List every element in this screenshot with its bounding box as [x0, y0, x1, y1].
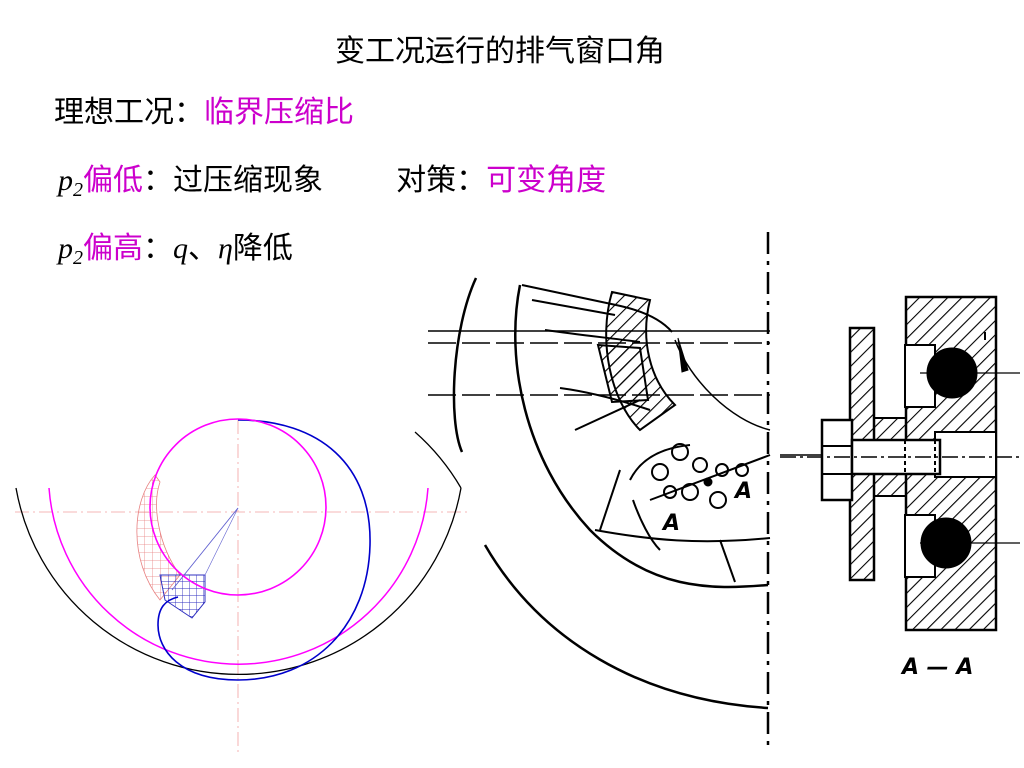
p2-low-label: 偏低 [83, 163, 143, 198]
section-mark-a2: A [661, 511, 680, 536]
vane-6 [649, 454, 771, 501]
p2-low-colon: ： [143, 163, 173, 198]
compressor-schematic [15, 418, 470, 755]
hole [692, 457, 708, 473]
hole [735, 463, 749, 477]
strategy-label: 对策： [396, 163, 487, 198]
eta-symbol: η [218, 232, 233, 265]
p2-low-sub: 2 [73, 179, 83, 201]
casing-arc-outer [452, 277, 478, 453]
ideal-condition-line: 理想工况：临界压缩比 [54, 95, 354, 131]
strategy-value: 可变角度 [486, 163, 607, 198]
casing-arc-bottom [483, 544, 769, 710]
hole [715, 463, 729, 477]
p2-high-sub: 2 [73, 247, 83, 269]
bolt-head [820, 418, 854, 502]
hole [651, 463, 669, 481]
window-ring-segment [596, 343, 650, 404]
compression-region [136, 474, 181, 601]
exhaust-port-region [159, 574, 206, 619]
vane-8 [594, 529, 771, 543]
p2-low-var: p [58, 164, 73, 197]
hole [681, 483, 699, 501]
window-edge-2 [632, 499, 661, 551]
p2-high-var: p [58, 232, 73, 265]
p2-high-effect: 降低 [232, 231, 293, 266]
section-point [703, 477, 713, 487]
hole [671, 443, 689, 461]
p2-high-line: p2偏高：q、η降低 [58, 231, 293, 269]
impeller-outer [514, 284, 769, 589]
hole [709, 491, 727, 509]
rotor-spiral [157, 419, 371, 681]
rotor-section-drawing [428, 232, 822, 748]
section-a-a-view [780, 295, 1020, 632]
p2-high-colon: ： [143, 231, 173, 266]
section-label: A — A [900, 655, 973, 680]
rotation-arc [674, 339, 771, 431]
window-edge [629, 444, 691, 481]
page-title: 变工况运行的排气窗口角 [335, 34, 665, 69]
rotation-arrow [677, 337, 689, 373]
ideal-condition-label: 理想工况： [54, 95, 204, 130]
vane-7 [719, 539, 736, 583]
ideal-condition-value: 临界压缩比 [204, 95, 354, 130]
inner-magenta-circle [149, 418, 327, 596]
outer-casing-arc-top [414, 431, 462, 489]
bolt-bore [934, 431, 997, 478]
washer-top [873, 417, 907, 441]
p2-low-line: p2偏低：过压缩现象 对策：可变角度 [58, 163, 607, 201]
hole [663, 485, 677, 499]
washer-bottom [873, 473, 907, 497]
outer-casing-arc [15, 487, 462, 675]
vane-5 [599, 469, 621, 531]
vane-1 [531, 299, 616, 316]
separator: 、 [188, 231, 218, 266]
section-mark-a1: A [733, 479, 752, 504]
outer-magenta-arc [48, 487, 429, 665]
radius-line-2 [204, 507, 239, 576]
p2-high-label: 偏高 [83, 231, 143, 266]
impeller-top [521, 284, 673, 333]
p2-low-effect: 过压缩现象 [173, 163, 323, 198]
q-symbol: q [173, 232, 188, 265]
